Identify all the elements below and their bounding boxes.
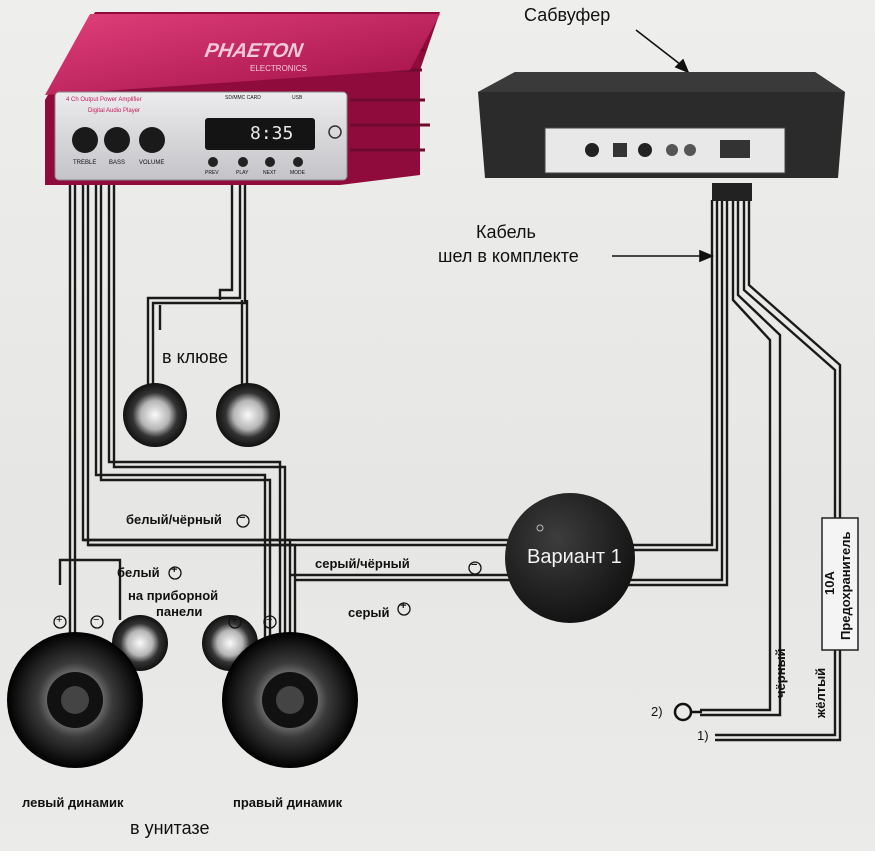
left-speaker-label: левый динамик xyxy=(22,795,124,810)
amp-button-prev: PREV xyxy=(205,170,219,176)
subwoofer xyxy=(478,72,845,201)
grey-black-label: серый/чёрный xyxy=(315,556,410,571)
amp-button-next: NEXT xyxy=(263,170,277,176)
amp-knob-volume: VOLUME xyxy=(139,160,165,166)
terminal-1-label: 1) xyxy=(697,728,709,743)
amp-model-1: 4 Ch Output Power Amplifier xyxy=(66,97,142,103)
subwoofer-label: Сабвуфер xyxy=(524,5,611,25)
terminal-2-label: 2) xyxy=(651,704,663,719)
amp-button-play: PLAY xyxy=(236,170,249,176)
amp-slot-sd: SD/MMC CARD xyxy=(225,95,261,101)
variant-label: Вариант 1 xyxy=(527,546,622,568)
panel-plus-right: + xyxy=(231,614,238,626)
annotation-arrows xyxy=(612,29,715,263)
toilet-label: в унитазе xyxy=(130,818,210,838)
ring-terminal xyxy=(673,702,702,722)
fuse-label-line1: Предохранитель xyxy=(838,531,853,640)
yellow-wire-label: жёлтый xyxy=(813,667,828,718)
amp-brand: PHAETON xyxy=(203,40,305,62)
panel-plus-left: + xyxy=(56,614,63,626)
speakers-door xyxy=(7,632,358,768)
beak-label: в клюве xyxy=(162,347,229,367)
wires xyxy=(58,185,842,742)
grey-plus: + xyxy=(400,600,407,612)
white-label: белый xyxy=(117,565,160,580)
white-black-minus: − xyxy=(239,512,246,524)
panel-label-line1: на приборной xyxy=(128,588,219,603)
amp-button-mode: MODE xyxy=(290,170,305,176)
white-plus: + xyxy=(171,564,178,576)
amp-knob-bass: BASS xyxy=(109,160,126,166)
fuse xyxy=(821,517,859,651)
cable-label-line1: Кабель xyxy=(476,222,536,242)
tweeters-beak xyxy=(123,383,280,447)
amp-knob-treble: TREBLE xyxy=(73,160,97,166)
panel-label-line2: панели xyxy=(156,604,203,619)
amp-model-2: Digital Audio Player xyxy=(88,108,141,114)
amp-display: 8:35 xyxy=(250,123,294,144)
panel-minus-right: − xyxy=(266,614,273,626)
amp-slot-usb: USB xyxy=(292,95,303,101)
polarity-marks xyxy=(53,514,482,629)
black-wire-label: чёрный xyxy=(773,648,788,698)
panel-minus-left: − xyxy=(93,614,100,626)
variant-circle xyxy=(505,493,635,623)
cable-label-line2: шел в комплекте xyxy=(438,246,579,266)
amplifier xyxy=(45,12,440,185)
white-black-label: белый/чёрный xyxy=(126,512,222,527)
right-speaker-label: правый динамик xyxy=(233,795,343,810)
grey-label: серый xyxy=(348,605,390,620)
fuse-label-line2: 10А xyxy=(822,571,837,595)
grey-black-minus: − xyxy=(471,559,478,571)
amp-brand-sub: ELECTRONICS xyxy=(250,64,307,73)
